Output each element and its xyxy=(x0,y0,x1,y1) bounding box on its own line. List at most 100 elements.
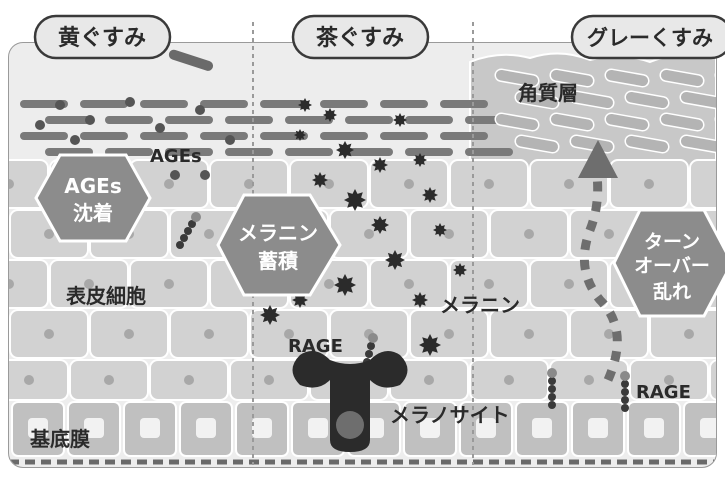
melanocyte-nucleus xyxy=(336,411,364,439)
melanin-particle xyxy=(372,157,388,173)
label-ages: AGEs xyxy=(150,146,202,167)
label-melanin: メラニン xyxy=(440,293,520,317)
chain-bead xyxy=(621,396,629,404)
cell-nucleus xyxy=(484,179,494,189)
melanin-particle xyxy=(344,189,366,211)
label-rage-right: RAGE xyxy=(636,382,691,403)
keratin-flake xyxy=(624,134,670,154)
keratin-flake xyxy=(380,100,428,108)
basal-nucleus xyxy=(84,418,104,438)
cell-nucleus xyxy=(644,179,654,189)
melanin-particle xyxy=(413,153,427,167)
keratin-flake xyxy=(679,134,716,154)
melanin-particle xyxy=(334,274,356,296)
ages-dot xyxy=(70,135,80,145)
keratin-flake xyxy=(260,100,308,108)
cell-nucleus xyxy=(44,229,54,239)
label-melanocyte: メラノサイト xyxy=(390,403,510,427)
basal-nucleus xyxy=(532,418,552,438)
label-rage-center: RAGE xyxy=(288,336,343,357)
cell-nucleus xyxy=(524,229,534,239)
tab-brown-dullness: 茶ぐすみ xyxy=(291,14,430,60)
basal-cells-layer xyxy=(11,401,716,457)
keratin-flake xyxy=(320,132,368,140)
melanocyte-body xyxy=(292,351,408,452)
cell-nucleus xyxy=(24,375,34,385)
cell-nucleus xyxy=(164,279,174,289)
ages-dot xyxy=(125,97,135,107)
keratin-flake xyxy=(200,100,248,108)
keratin-flake xyxy=(465,148,513,156)
cell-nucleus xyxy=(604,329,614,339)
chain-cap xyxy=(368,333,378,343)
chain-bead xyxy=(365,350,373,358)
turnover-hex-line1: ターン xyxy=(644,231,700,253)
keratin-flake xyxy=(380,132,428,140)
ages-dot xyxy=(170,170,180,180)
melanocyte xyxy=(292,351,408,452)
cell-nucleus xyxy=(564,179,574,189)
chain-bead xyxy=(548,385,556,393)
cell-nucleus xyxy=(604,229,614,239)
keratin-flake xyxy=(200,132,248,140)
basal-nucleus xyxy=(308,418,328,438)
keratin-flake xyxy=(165,148,213,156)
melanin-particle xyxy=(294,129,306,141)
keratin-flake xyxy=(659,68,705,88)
cell-nucleus xyxy=(324,179,334,189)
keratin-flake xyxy=(440,100,488,108)
melanin-particle xyxy=(412,292,428,308)
melanin-particle xyxy=(385,250,405,270)
ages-hex-line1: AGEs xyxy=(64,174,121,198)
chain-cap xyxy=(547,368,557,378)
turnover-path xyxy=(579,174,622,382)
keratin-flake xyxy=(714,112,716,132)
keratin-flake xyxy=(285,148,333,156)
basal-nucleus xyxy=(28,418,48,438)
ages-dot xyxy=(55,100,65,110)
cell-nucleus xyxy=(444,229,454,239)
keratin-flake xyxy=(285,116,333,124)
ages-dot xyxy=(85,115,95,125)
chain-bead xyxy=(548,401,556,409)
keratin-flake xyxy=(494,112,540,132)
ages-dot xyxy=(155,123,165,133)
keratin-flake xyxy=(320,100,368,108)
ages-dot xyxy=(225,135,235,145)
tab-yellow-dullness: 黄ぐすみ xyxy=(33,14,172,60)
keratin-flake xyxy=(549,68,595,88)
turnover-hex-line2: オーバー xyxy=(634,255,710,277)
epidermal-cell xyxy=(9,259,49,309)
basal-nucleus xyxy=(700,418,716,438)
ages-dot xyxy=(35,120,45,130)
basal-nucleus xyxy=(644,418,664,438)
cell-nucleus xyxy=(284,329,294,339)
chain-bead xyxy=(176,241,184,249)
keratin-flake xyxy=(80,132,128,140)
cell-nucleus xyxy=(264,375,274,385)
cell-nucleus xyxy=(524,329,534,339)
chain-bead xyxy=(184,227,192,235)
turnover-arrow-icon xyxy=(578,140,618,178)
melanin-particle xyxy=(422,187,438,203)
cell-nucleus xyxy=(504,375,514,385)
keratin-flake xyxy=(140,132,188,140)
basal-nucleus xyxy=(588,418,608,438)
melanin-hex-line2: 蓄積 xyxy=(258,249,299,273)
keratin-flake xyxy=(20,132,68,140)
melanin-particles xyxy=(260,98,467,356)
label-epidermal-cells: 表皮細胞 xyxy=(66,284,146,308)
melanin-particle xyxy=(371,216,389,234)
melanin-particle xyxy=(260,305,280,325)
basal-nucleus xyxy=(252,418,272,438)
melanin-particle xyxy=(323,108,337,122)
stratum-corneum-layer xyxy=(20,68,716,156)
tab-gray-label: グレーくすみ xyxy=(587,26,713,50)
cell-nucleus xyxy=(204,229,214,239)
keratin-flake xyxy=(604,68,650,88)
tab-brown-label: 茶ぐすみ xyxy=(316,26,404,51)
cell-nucleus xyxy=(204,329,214,339)
melanin-particle xyxy=(298,98,312,112)
cell-nucleus xyxy=(164,179,174,189)
